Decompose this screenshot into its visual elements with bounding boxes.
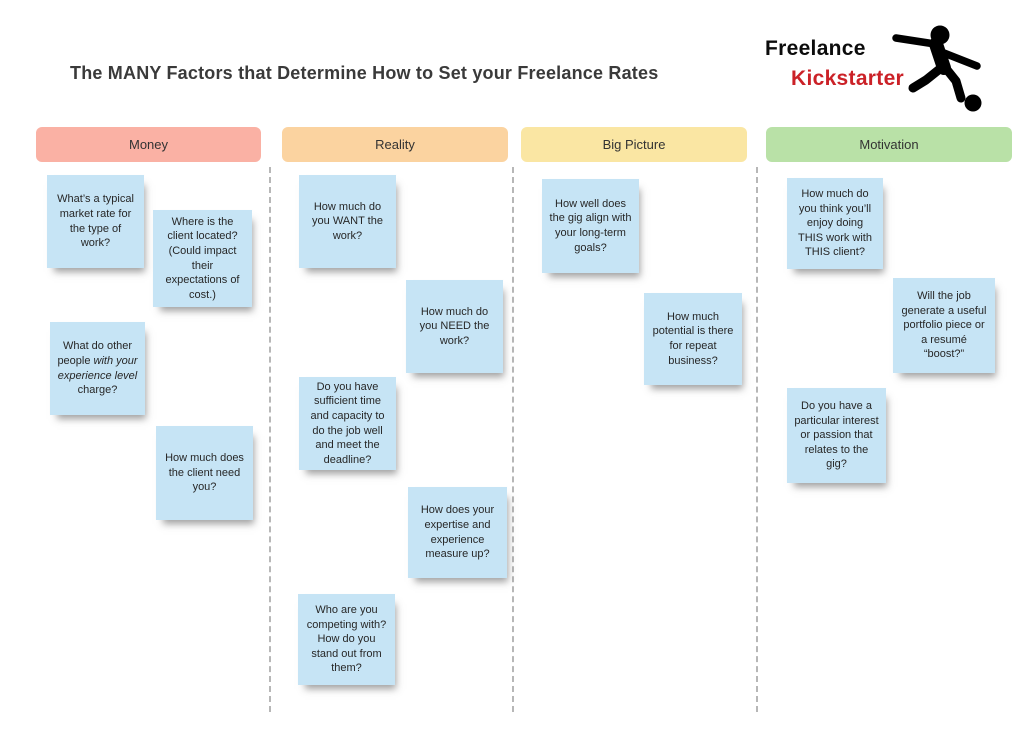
sticky-note-text: How much do you NEED the work? xyxy=(419,305,490,347)
sticky-note-want-work: How much do you WANT the work? xyxy=(299,175,396,268)
sticky-note-client-need: How much does the client need you? xyxy=(156,426,253,520)
sticky-note-client-location: Where is the client located? (Could impa… xyxy=(153,210,252,307)
sticky-note-text: How well does the gig align with your lo… xyxy=(549,197,632,254)
logo-wordmark-line1: Freelance xyxy=(765,37,866,60)
sticky-note-competition: Who are you competing with? How do you s… xyxy=(298,594,395,685)
sticky-note-repeat-business: How much potential is there for repeat b… xyxy=(644,293,742,385)
sticky-note-text: Where is the client located? (Could impa… xyxy=(165,215,240,301)
sticky-note-text: How does your expertise and experience m… xyxy=(420,504,495,561)
sticky-note-long-term-goals: How well does the gig align with your lo… xyxy=(542,179,639,273)
column-divider xyxy=(756,167,758,712)
sticky-note-text: Will the job generate a useful portfolio… xyxy=(901,290,987,361)
sticky-note-enjoyment: How much do you think you’ll enjoy doing… xyxy=(787,178,883,269)
column-divider xyxy=(512,167,514,712)
sticky-note-text: Who are you competing with? How do you s… xyxy=(306,604,387,675)
sticky-note-text: Do you have a particular interest or pas… xyxy=(794,400,879,471)
sticky-note-text: What do other people with your experienc… xyxy=(57,340,138,397)
sticky-note-market-rate: What’s a typical market rate for the typ… xyxy=(47,175,144,268)
page-title: The MANY Factors that Determine How to S… xyxy=(70,63,659,83)
column-header-big-picture: Big Picture xyxy=(521,127,747,162)
column-divider xyxy=(269,167,271,712)
soccer-kicker-icon xyxy=(892,25,982,112)
sticky-note-text: How much do you think you’ll enjoy doing… xyxy=(798,188,872,259)
sticky-note-text: What’s a typical market rate for the typ… xyxy=(57,193,134,250)
sticky-note-text: Do you have sufficient time and capacity… xyxy=(310,380,385,466)
sticky-note-need-work: How much do you NEED the work? xyxy=(406,280,503,373)
sticky-note-passion: Do you have a particular interest or pas… xyxy=(787,388,886,483)
sticky-note-portfolio-boost: Will the job generate a useful portfolio… xyxy=(893,278,995,373)
sticky-note-time-capacity: Do you have sufficient time and capacity… xyxy=(299,377,396,470)
column-header-motivation: Motivation xyxy=(766,127,1012,162)
column-header-reality: Reality xyxy=(282,127,508,162)
column-header-money: Money xyxy=(36,127,261,162)
sticky-note-expertise: How does your expertise and experience m… xyxy=(408,487,507,578)
sticky-note-peer-rates: What do other people with your experienc… xyxy=(50,322,145,415)
sticky-note-text: How much potential is there for repeat b… xyxy=(652,310,734,367)
logo-wordmark-line2: Kickstarter xyxy=(791,67,905,90)
sticky-note-text: How much does the client need you? xyxy=(165,452,244,494)
sticky-note-text: How much do you WANT the work? xyxy=(312,200,383,242)
